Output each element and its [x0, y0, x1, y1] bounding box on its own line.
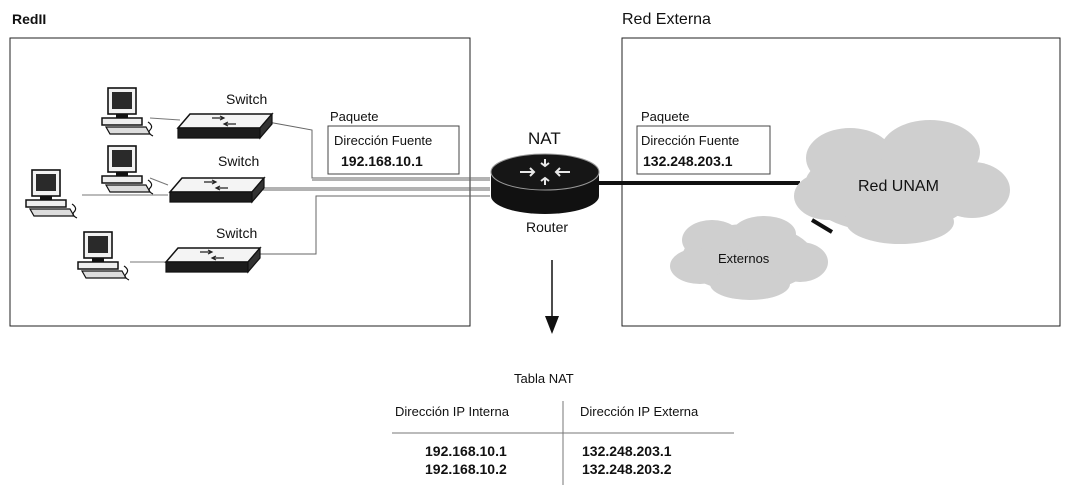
- switch-icon: [165, 247, 261, 273]
- packet-title-external: Paquete: [641, 109, 689, 124]
- nat-table-header-internal: Dirección IP Interna: [395, 404, 510, 419]
- switch-label: Switch: [216, 225, 257, 241]
- router-nat-label: NAT: [528, 129, 561, 148]
- cloud-red-unam-label: Red UNAM: [858, 178, 939, 195]
- pc-icon: [101, 87, 154, 137]
- packet-box-internal: [327, 125, 460, 175]
- switch-icon: [169, 177, 265, 203]
- packet-address-external: 132.248.203.1: [643, 153, 733, 169]
- nat-table-cell: 132.248.203.2: [582, 461, 672, 477]
- pc-icon: [25, 169, 78, 219]
- switch-icon: [177, 113, 273, 139]
- internal-network-title: RedII: [12, 11, 46, 27]
- external-network-title: Red Externa: [622, 11, 711, 28]
- switch-uplinks: [252, 121, 490, 255]
- pc-icon: [101, 145, 154, 195]
- pc-icon: [77, 231, 130, 281]
- packet-box-external: [636, 125, 771, 175]
- nat-table-cell: 192.168.10.1: [425, 443, 507, 459]
- packet-title-internal: Paquete: [330, 109, 378, 124]
- switch-label: Switch: [226, 91, 267, 107]
- pc-cables: [82, 117, 181, 263]
- router-label: Router: [526, 219, 568, 235]
- internal-network-frame: [9, 37, 471, 327]
- cloud-externos: [670, 216, 828, 300]
- nat-table-header-external: Dirección IP Externa: [580, 404, 699, 419]
- cloud-red-unam: [794, 120, 1010, 244]
- arrow-down-icon: [545, 260, 559, 334]
- packet-field-label-external: Dirección Fuente: [641, 133, 739, 148]
- nat-table-cell: 192.168.10.2: [425, 461, 507, 477]
- cloud-externos-label: Externos: [718, 251, 770, 266]
- cloud-link: [810, 218, 834, 234]
- nat-table-title: Tabla NAT: [514, 371, 574, 386]
- switch-label: Switch: [218, 153, 259, 169]
- packet-address-internal: 192.168.10.1: [341, 153, 423, 169]
- nat-table-cell: 132.248.203.1: [582, 443, 672, 459]
- router-icon: [490, 153, 600, 214]
- packet-field-label-internal: Dirección Fuente: [334, 133, 432, 148]
